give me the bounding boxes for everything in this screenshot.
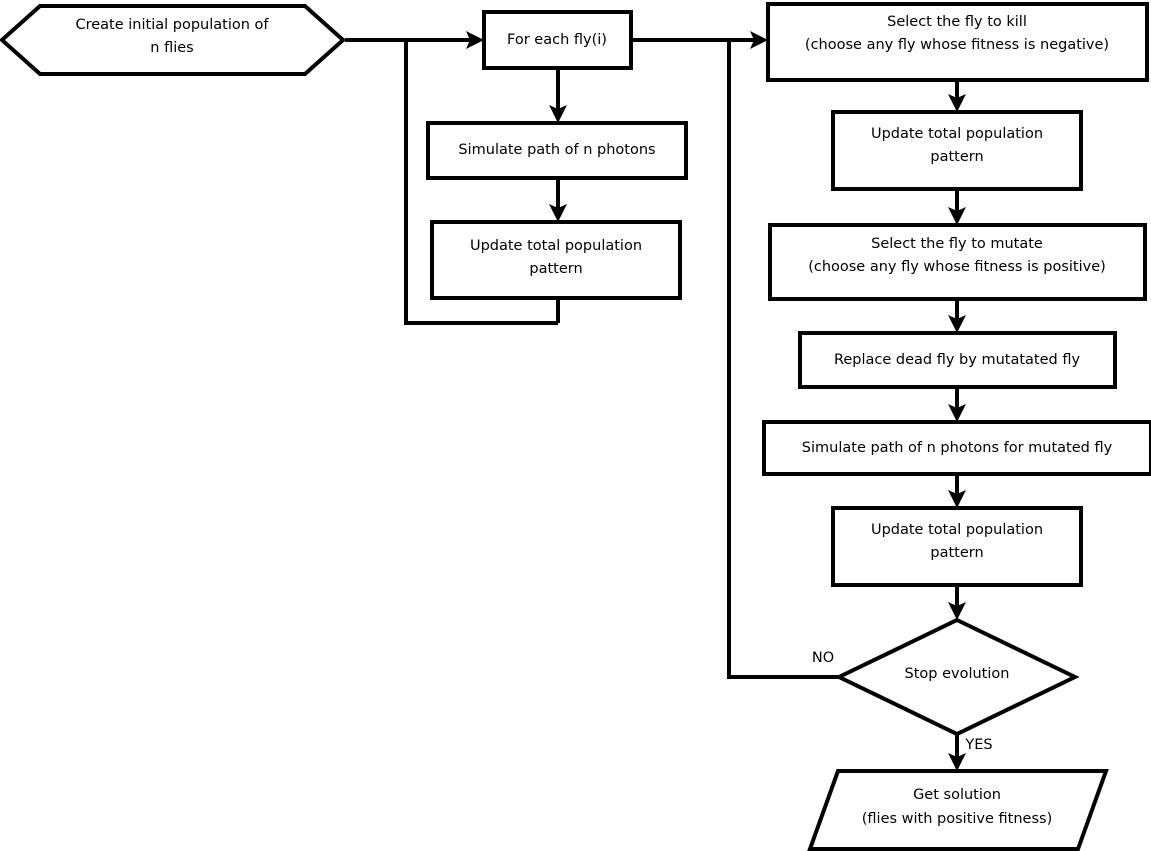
node-simulate-mutated[interactable]: Simulate path of n photons for mutated f…	[762, 420, 1151, 476]
connector-loop-return	[404, 40, 558, 325]
arrowhead-simulate-in	[549, 105, 567, 123]
for-each-fly-box	[482, 10, 633, 70]
node-get-solution[interactable]: Get solution (flies with positive fitnes…	[807, 769, 1109, 851]
arrowhead-update-loop-in	[549, 204, 567, 222]
hexagon-shape	[0, 3, 346, 76]
diamond-shape	[834, 617, 1080, 737]
create-population-line2: n flies	[150, 40, 193, 56]
select-kill-line2: (choose any fly whose fitness is negativ…	[805, 37, 1109, 53]
arrowhead-replace-in	[948, 315, 966, 333]
select-kill-box	[766, 2, 1149, 82]
node-update-pattern-loop[interactable]: Update total population pattern	[430, 220, 682, 300]
update-pattern-kill-line2: pattern	[930, 149, 983, 165]
arrowhead-simulatemutated-in	[948, 404, 966, 422]
node-simulate-photons[interactable]: Simulate path of n photons	[426, 121, 688, 180]
select-kill-line1: Select the fly to kill	[887, 14, 1027, 30]
parallelogram-shape	[807, 769, 1109, 851]
arrowhead-updatemutated-in	[948, 490, 966, 508]
simulate-mutated-label: Simulate path of n photons for mutated f…	[802, 440, 1113, 456]
get-solution-line2: (flies with positive fitness)	[862, 811, 1052, 827]
arrowhead-updatekill-in	[948, 94, 966, 112]
update-pattern-kill-line1: Update total population	[871, 126, 1043, 142]
update-pattern-loop-line2: pattern	[529, 261, 582, 277]
update-pattern-mutated-line2: pattern	[930, 545, 983, 561]
update-pattern-loop-line1: Update total population	[470, 238, 642, 254]
arrowhead-selectkill-in	[750, 31, 768, 49]
update-pattern-mutated-box	[831, 506, 1083, 587]
node-select-mutate[interactable]: Select the fly to mutate (choose any fly…	[768, 223, 1147, 301]
node-select-kill[interactable]: Select the fly to kill (choose any fly w…	[766, 2, 1149, 82]
update-pattern-loop-box	[430, 220, 682, 300]
get-solution-line1: Get solution	[913, 787, 1001, 803]
connector-no-branch	[727, 40, 838, 679]
arrowhead-selectmutate-in	[948, 207, 966, 225]
stop-evolution-label: Stop evolution	[905, 666, 1010, 682]
create-population-line1: Create initial population of	[75, 17, 269, 33]
update-pattern-mutated-line1: Update total population	[871, 522, 1043, 538]
select-mutate-line2: (choose any fly whose fitness is positiv…	[808, 259, 1106, 275]
select-mutate-box	[768, 223, 1147, 301]
replace-dead-fly-box	[798, 331, 1117, 389]
simulate-photons-label: Simulate path of n photons	[458, 142, 655, 158]
select-mutate-line1: Select the fly to mutate	[871, 236, 1043, 252]
node-replace-dead-fly[interactable]: Replace dead fly by mutatated fly	[798, 331, 1117, 389]
node-stop-evolution[interactable]: Stop evolution	[834, 617, 1080, 737]
node-update-pattern-kill[interactable]: Update total population pattern	[831, 110, 1083, 191]
node-for-each-fly[interactable]: For each fly(i)	[482, 10, 633, 70]
simulate-photons-box	[426, 121, 688, 180]
simulate-mutated-box	[762, 420, 1151, 476]
for-each-fly-label: For each fly(i)	[507, 32, 607, 48]
replace-dead-fly-label: Replace dead fly by mutatated fly	[834, 352, 1081, 368]
edge-label-yes: YES	[964, 737, 992, 753]
node-create-population[interactable]: Create initial population of n flies	[0, 3, 346, 76]
update-pattern-kill-box	[831, 110, 1083, 191]
node-update-pattern-mutated[interactable]: Update total population pattern	[831, 506, 1083, 587]
edge-label-no: NO	[812, 650, 834, 666]
arrowhead-getsolution-in	[948, 753, 966, 771]
arrowhead-stopevolution-in	[948, 602, 966, 620]
arrowhead-foreach-in	[466, 31, 484, 49]
